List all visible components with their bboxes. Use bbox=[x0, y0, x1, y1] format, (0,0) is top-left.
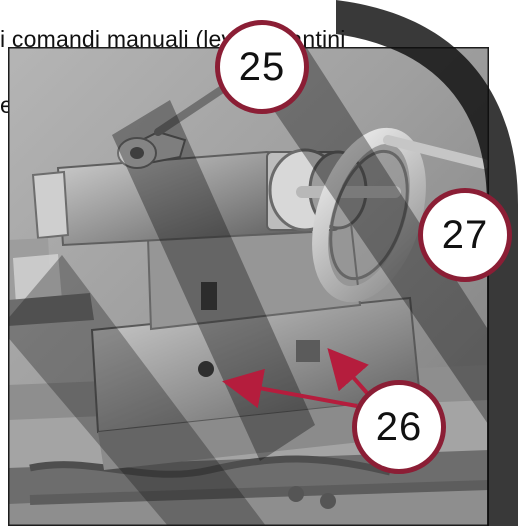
callout-arrows bbox=[222, 347, 369, 409]
callout-26-label: 26 bbox=[375, 404, 423, 449]
callout-25: 25 bbox=[215, 20, 309, 114]
callout-27: 27 bbox=[418, 188, 512, 282]
callout-26: 26 bbox=[352, 380, 446, 474]
callout-27-label: 27 bbox=[441, 212, 489, 257]
callout-25-label: 25 bbox=[238, 44, 286, 89]
